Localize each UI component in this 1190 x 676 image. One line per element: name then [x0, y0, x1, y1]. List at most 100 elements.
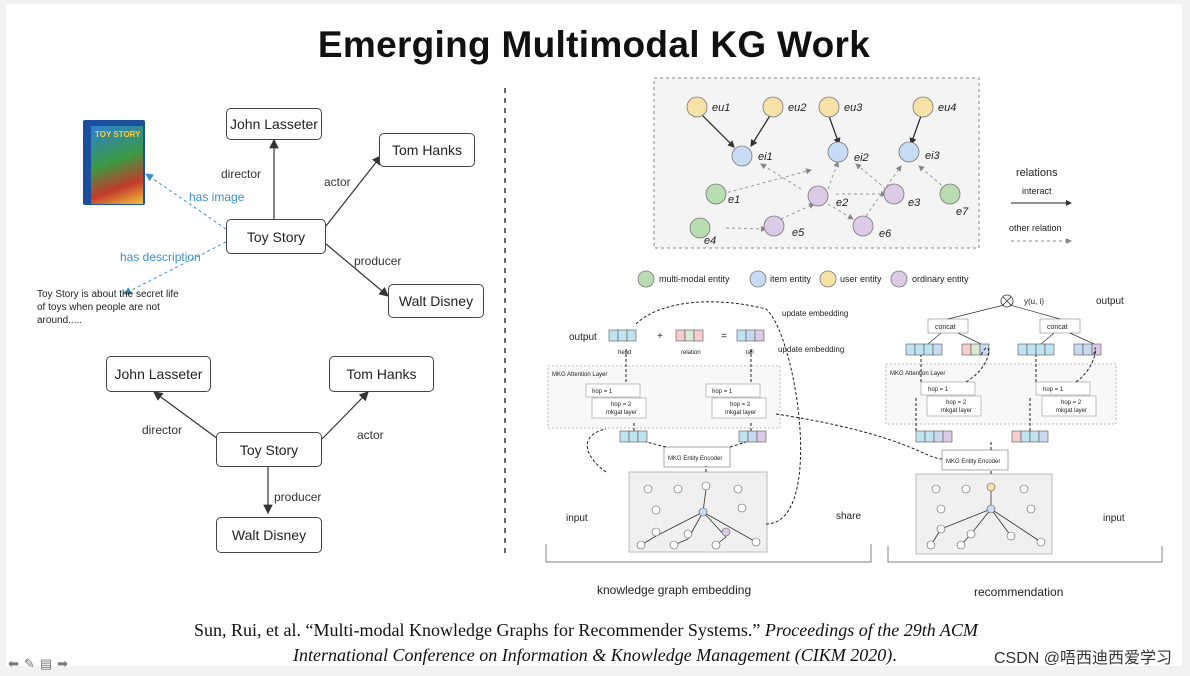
node-label-eu4: eu4	[938, 102, 956, 114]
node-label-e6: e6	[879, 228, 892, 240]
output-right: output	[1096, 296, 1124, 307]
encoded-vector-left-tail	[738, 430, 767, 443]
slide: Emerging Multimodal KG Work TOY STORY Jo…	[6, 4, 1182, 671]
svg-text:mkgat layer: mkgat layer	[941, 408, 972, 414]
node-label-eu1: eu1	[712, 102, 730, 114]
node-eu3	[818, 96, 840, 118]
caption-kge: knowledge graph embedding	[597, 583, 751, 597]
share-label: share	[836, 511, 861, 522]
edge-label-has-description: has description	[120, 250, 201, 264]
node-label-e1: e1	[728, 194, 740, 206]
entity-encoder-left	[663, 446, 731, 468]
attention-label-left: MKG Attention Layer	[552, 372, 607, 378]
citation-end: .	[892, 645, 897, 665]
node-label-eu3: eu3	[844, 102, 863, 114]
legend-label-multimodal: multi-modal entity	[659, 274, 730, 284]
svg-text:hop = 1: hop = 1	[712, 389, 733, 395]
tail-label: tail	[746, 350, 754, 356]
citation-venue-1: Proceedings of the 29th ACM	[764, 620, 978, 640]
svg-text:concat: concat	[935, 324, 956, 331]
node-e4	[689, 217, 711, 239]
entity-encoder-right	[941, 449, 1009, 471]
svg-text:MKG Entity Encoder: MKG Entity Encoder	[668, 456, 722, 462]
legend-label-ordinary: ordinary entity	[912, 274, 969, 284]
node-ei1	[731, 145, 753, 167]
node-label-e7: e7	[956, 206, 969, 218]
svg-text:MKG Entity Encoder: MKG Entity Encoder	[946, 459, 1000, 465]
node-ei3	[898, 141, 920, 163]
edge-label-producer-bottom: producer	[274, 490, 322, 504]
relation-label: relation	[681, 350, 701, 356]
input-right: input	[1103, 513, 1125, 524]
edge-label-actor-bottom: actor	[357, 428, 384, 442]
legend-dot-multimodal	[637, 270, 655, 288]
node-label-e2: e2	[836, 197, 848, 209]
node-e5	[763, 215, 785, 237]
node-tom-hanks-top: Tom Hanks	[379, 133, 475, 167]
next-slide-icon[interactable]: ➡	[57, 656, 74, 671]
slide-title: Emerging Multimodal KG Work	[317, 24, 871, 65]
svg-text:hop = 2: hop = 2	[730, 402, 751, 408]
svg-text:concat: concat	[1047, 324, 1068, 331]
node-walt-disney-top: Walt Disney	[388, 284, 484, 318]
node-label-ei2: ei2	[854, 152, 869, 164]
update-embedding-2: update embedding	[778, 345, 844, 354]
node-eu4	[912, 96, 934, 118]
node-tom-hanks-bottom: Tom Hanks	[329, 356, 434, 392]
legend-dot-user	[819, 270, 837, 288]
node-john-lasseter-top: John Lasseter	[226, 108, 322, 140]
legend-interact: interact	[1022, 186, 1052, 196]
pen-icon[interactable]: ✎	[23, 656, 40, 671]
node-toy-story-top: Toy Story	[226, 219, 326, 254]
encoded-vector-left-head	[619, 430, 648, 443]
legend-dot-ordinary	[890, 270, 908, 288]
description-text: Toy Story is about the secret life of to…	[37, 289, 179, 326]
watermark: CSDN @唔西迪西爱学习	[993, 650, 1172, 667]
node-ei2	[827, 141, 849, 163]
legend-relations: relations	[1016, 167, 1058, 179]
encoded-vector-right	[915, 430, 1049, 443]
legend-dot-item	[749, 270, 767, 288]
node-walt-disney-bottom: Walt Disney	[216, 517, 322, 553]
edge-label-producer-top: producer	[354, 254, 402, 268]
node-label-e5: e5	[792, 227, 805, 239]
svg-text:hop = 1: hop = 1	[1043, 387, 1064, 393]
edge-label-director-top: director	[221, 167, 262, 181]
kg-top-edges	[123, 88, 506, 556]
svg-text:mkgat layer: mkgat layer	[1056, 408, 1087, 414]
rec-vectors-top	[905, 343, 1102, 356]
edge-label-director-bottom: director	[142, 423, 183, 437]
node-e3	[883, 183, 905, 205]
svg-text:hop = 2: hop = 2	[1061, 400, 1082, 406]
caption-recommendation: recommendation	[974, 585, 1063, 599]
node-label-e3: e3	[908, 197, 921, 209]
output-left: output	[569, 332, 597, 343]
toy-story-poster: TOY STORY	[83, 120, 145, 205]
svg-text:mkgat layer: mkgat layer	[725, 410, 756, 416]
svg-text:hop = 1: hop = 1	[928, 387, 949, 393]
plus-sign: +	[657, 331, 663, 342]
relation-vector	[675, 329, 704, 342]
node-label-ei1: ei1	[758, 151, 773, 163]
node-john-lasseter-bottom: John Lasseter	[106, 356, 211, 392]
node-label-e4: e4	[704, 235, 716, 247]
node-e7	[939, 183, 961, 205]
svg-text:hop = 2: hop = 2	[611, 402, 632, 408]
node-label-eu2: eu2	[788, 102, 806, 114]
node-eu2	[762, 96, 784, 118]
update-embedding-1: update embedding	[782, 309, 848, 318]
attention-label-right: MKG Attention Layer	[890, 371, 945, 377]
edge-label-has-image: has image	[189, 190, 245, 204]
presentation-controls: ⬅✎▤➡	[8, 656, 73, 672]
equals-sign: =	[721, 331, 727, 342]
svg-text:mkgat layer: mkgat layer	[606, 410, 637, 416]
node-eu1	[686, 96, 708, 118]
edge-label-actor-top: actor	[324, 175, 351, 189]
legend-label-item: item entity	[770, 274, 812, 284]
yui-label: y(u, i)	[1024, 297, 1044, 306]
mkg-diagram: eu1 eu2 eu3 eu4 ei1 ei2 ei3 e1 e4 e7 e2 …	[545, 77, 1163, 599]
svg-text:hop = 1: hop = 1	[592, 389, 613, 395]
previous-slide-icon[interactable]: ⬅	[8, 656, 24, 671]
node-toy-story-bottom: Toy Story	[216, 432, 322, 467]
slide-menu-icon[interactable]: ▤	[39, 656, 58, 671]
